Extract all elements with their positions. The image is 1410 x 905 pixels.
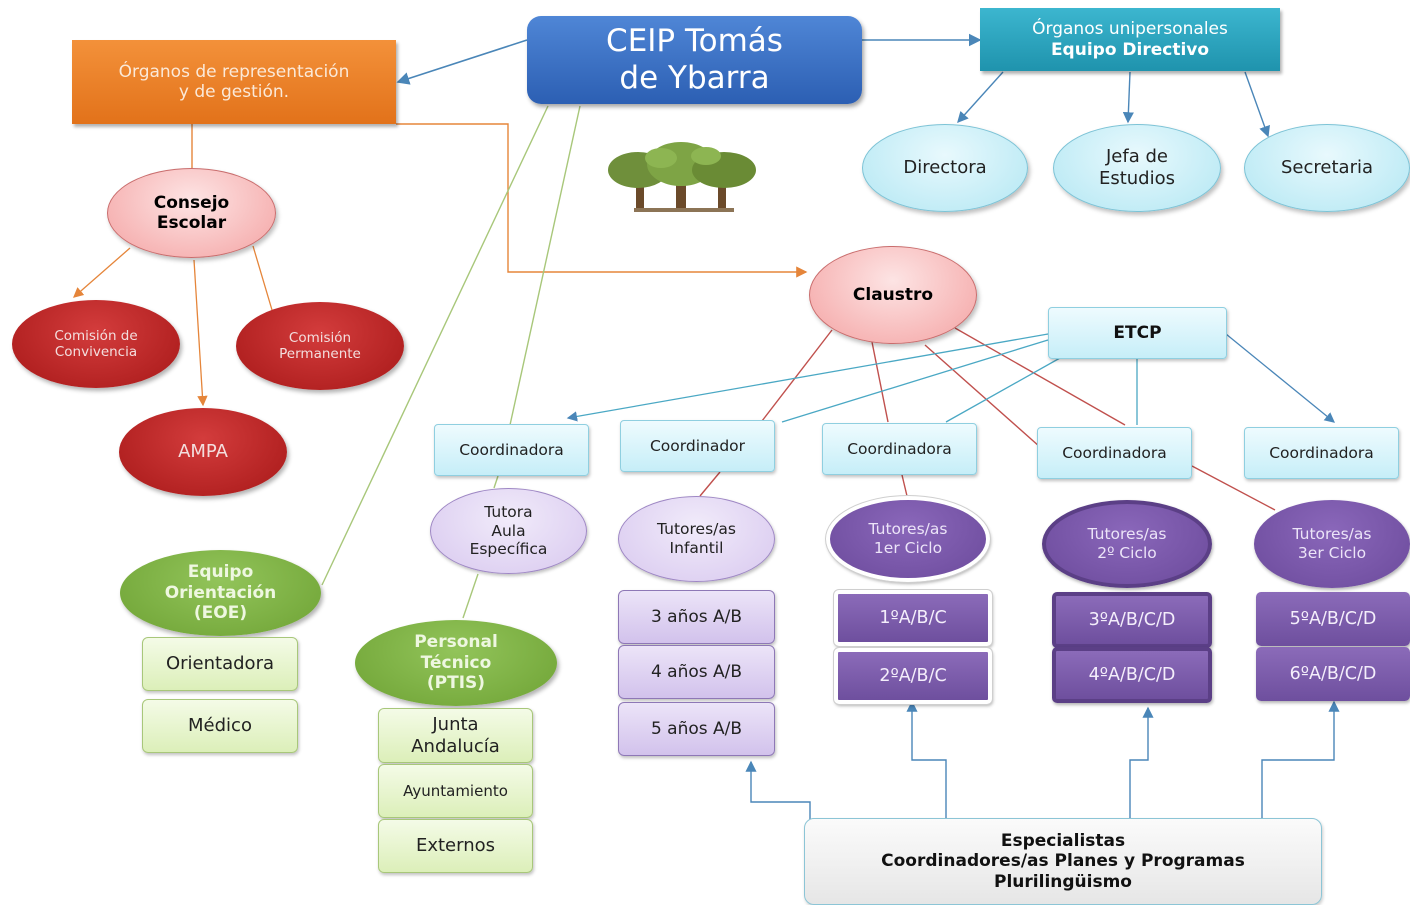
- coordinadora-ciclo1-box: Coordinadora: [822, 423, 977, 475]
- organos-unipersonales-box: Órganos unipersonales Equipo Directivo: [980, 8, 1280, 71]
- comision-permanente-node: Comisión Permanente: [236, 302, 404, 390]
- claustro-node: Claustro: [809, 246, 977, 344]
- comision-convivencia-node: Comisión de Convivencia: [12, 300, 180, 388]
- coordinadora-ciclo2-box: Coordinadora: [1037, 427, 1192, 479]
- organos-rep-line2: y de gestión.: [178, 82, 290, 102]
- especialistas-line3: Plurilingüismo: [994, 871, 1132, 892]
- ayuntamiento-box: Ayuntamiento: [378, 764, 533, 818]
- eoe-node: Equipo Orientación (EOE): [120, 550, 321, 636]
- coordinadora-especifica-box: Coordinadora: [434, 424, 589, 476]
- coordinadora-ciclo3-box: Coordinadora: [1244, 427, 1399, 479]
- externos-box: Externos: [378, 819, 533, 873]
- organos-representacion-box: Órganos de representación y de gestión.: [72, 40, 396, 124]
- grupo-5-box: 5ºA/B/C/D: [1256, 592, 1410, 646]
- tutores-ciclo2-node: Tutores/as 2º Ciclo: [1042, 500, 1212, 588]
- ptis-node: Personal Técnico (PTIS): [355, 620, 557, 706]
- especialistas-line1: Especialistas: [1000, 830, 1126, 851]
- especialistas-line2: Coordinadores/as Planes y Programas: [881, 851, 1245, 872]
- tutores-ciclo1-node: Tutores/as 1er Ciclo: [825, 495, 991, 583]
- organos-rep-line1: Órganos de representación: [118, 61, 350, 82]
- grupo-4-anos-box: 4 años A/B: [618, 645, 775, 699]
- school-title: CEIP Tomás de Ybarra: [527, 16, 862, 104]
- medico-box: Médico: [142, 699, 298, 753]
- orientadora-box: Orientadora: [142, 637, 298, 691]
- grupo-4-box: 4ºA/B/C/D: [1052, 647, 1212, 703]
- jefa-estudios-node: Jefa de Estudios: [1053, 124, 1221, 212]
- grupo-1-box: 1ºA/B/C: [833, 589, 993, 647]
- organos-uni-line2: Equipo Directivo: [1050, 39, 1210, 60]
- grupo-6-box: 6ºA/B/C/D: [1256, 647, 1410, 701]
- junta-andalucia-box: Junta Andalucía: [378, 708, 533, 763]
- school-title-line2: de Ybarra: [619, 60, 770, 96]
- grupo-2-box: 2ºA/B/C: [833, 647, 993, 705]
- especialistas-box: Especialistas Coordinadores/as Planes y …: [804, 818, 1322, 905]
- tutora-aula-especifica-node: Tutora Aula Específica: [430, 488, 587, 574]
- tree-logo-icon: [608, 142, 756, 212]
- secretaria-node: Secretaria: [1244, 124, 1410, 212]
- tutores-ciclo3-node: Tutores/as 3er Ciclo: [1254, 500, 1410, 588]
- ampa-node: AMPA: [119, 408, 287, 496]
- grupo-3-anos-box: 3 años A/B: [618, 590, 775, 644]
- tutores-infantil-node: Tutores/as Infantil: [618, 496, 775, 582]
- directora-node: Directora: [862, 124, 1028, 212]
- grupo-3-box: 3ºA/B/C/D: [1052, 592, 1212, 648]
- organos-uni-line1: Órganos unipersonales: [1032, 19, 1228, 40]
- coordinador-infantil-box: Coordinador: [620, 420, 775, 472]
- grupo-5-anos-box: 5 años A/B: [618, 702, 775, 756]
- school-title-line1: CEIP Tomás: [606, 22, 783, 59]
- etcp-box: ETCP: [1048, 307, 1227, 359]
- consejo-escolar-node: Consejo Escolar: [107, 168, 276, 258]
